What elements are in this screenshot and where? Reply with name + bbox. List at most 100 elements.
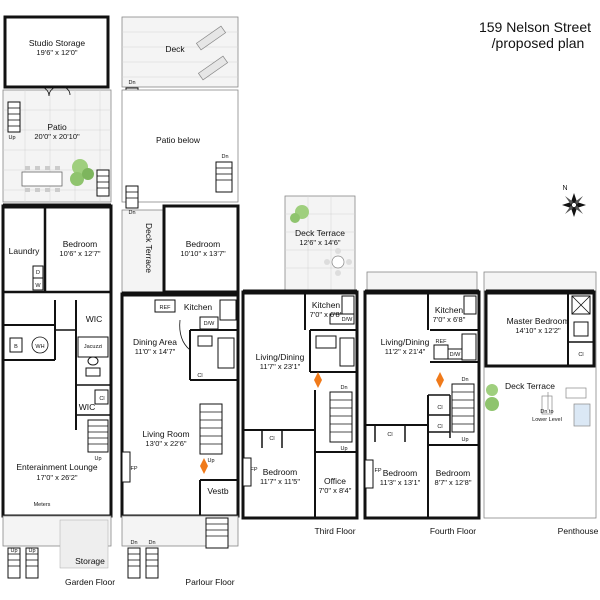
dining-label: Dining Area xyxy=(133,337,177,347)
third-dishwasher xyxy=(329,313,355,325)
third-kitchen-label: Kitchen xyxy=(312,300,341,310)
parlour-deck-terrace xyxy=(121,209,165,295)
fourth-kitchen-dims: 7'0" x 6'8" xyxy=(433,315,466,324)
parlour-bedroom xyxy=(162,204,240,294)
dining-dims: 11'0" x 14'7" xyxy=(135,347,176,356)
studio-storage-label: Studio Storage xyxy=(29,38,86,48)
third-fireplace xyxy=(242,457,252,487)
water-heater-label: WH xyxy=(35,344,44,350)
third-bedroom-dims: 11'7" x 11'5" xyxy=(260,477,300,486)
penthouse-shrubs xyxy=(485,384,499,411)
fourth-closet-c-label: Cl xyxy=(387,432,392,438)
lower-stair-left xyxy=(127,547,141,579)
parlour-dw-label: D/W xyxy=(204,321,216,327)
office-label: Office xyxy=(324,476,346,486)
wic-lower-label: WIC xyxy=(79,402,96,412)
fourth-bedroom-left-label: Bedroom xyxy=(383,468,418,478)
office-dims: 7'0" x 8'4" xyxy=(319,486,352,495)
living-room-label: Living Room xyxy=(142,429,189,439)
master-bedroom-dims: 14'10" x 12'2" xyxy=(515,326,561,335)
fourth-up-label: Up xyxy=(461,437,468,443)
storage-label: Storage xyxy=(75,556,105,566)
washer-label: W xyxy=(35,283,41,289)
third-up-label: Up xyxy=(340,446,347,452)
meters-label: Meters xyxy=(34,502,51,508)
garden-storage-stair-right xyxy=(25,547,39,579)
jacuzzi-label: Jacuzzi xyxy=(84,344,102,350)
parlour-bedroom-label: Bedroom xyxy=(186,239,221,249)
penthouse-floor-label: Penthouse xyxy=(558,526,599,536)
storage-up-right-label: Up xyxy=(28,548,35,554)
patio-up-label: Up xyxy=(8,135,15,141)
third-marker-icon xyxy=(314,372,322,388)
garden-stair-up xyxy=(87,419,109,453)
patio-label: Patio xyxy=(47,122,67,132)
studio-storage-room xyxy=(3,15,110,89)
plan-subtitle: /proposed plan xyxy=(492,35,585,51)
lower-stair-right xyxy=(145,547,159,579)
fourth-roof-ledge xyxy=(366,271,478,293)
storage-up-left-label: Up xyxy=(10,548,17,554)
third-stair xyxy=(329,391,353,443)
fourth-dn-label: Dn xyxy=(461,377,468,383)
parlour-deck-terrace-label: Deck Terrace xyxy=(144,223,154,273)
third-dw-label: D/W xyxy=(342,317,354,323)
fourth-bedroom-left-dims: 11'3" x 13'1" xyxy=(380,478,421,487)
terrace-dn-label: Dn xyxy=(128,210,135,216)
boiler-label: B xyxy=(14,344,18,350)
terrace-table-set xyxy=(324,248,352,276)
fourth-marker-icon xyxy=(436,372,444,388)
penthouse-floor xyxy=(483,271,597,519)
penthouse-deck-terrace-label: Deck Terrace xyxy=(505,381,555,391)
fourth-living-dims: 11'2" x 21'4" xyxy=(385,347,426,356)
garden-bedroom-dims: 10'6" x 12'7" xyxy=(59,249,100,258)
fourth-ref-label: REF xyxy=(436,339,448,345)
vestibule-label: Vestb xyxy=(207,486,229,496)
patio-dn-label: Dn xyxy=(221,154,228,160)
third-deck-terrace-dims: 12'6" x 14'6" xyxy=(299,238,340,247)
parlour-fireplace xyxy=(121,451,131,483)
deck-dn-label: Dn xyxy=(128,80,135,86)
patio-stair xyxy=(7,101,21,133)
fourth-dw-label: D/W xyxy=(450,352,462,358)
terrace-shrubs xyxy=(290,205,309,223)
parlour-kitchen-label: Kitchen xyxy=(184,302,213,312)
patio-house-stair xyxy=(96,169,110,197)
fourth-kitchen-label: Kitchen xyxy=(435,305,464,315)
penthouse-dn-label-2: Lower Level xyxy=(532,417,562,423)
wic-upper-label: WIC xyxy=(86,314,103,324)
lower-dn-left-label: Dn xyxy=(130,540,137,546)
third-living-label: Living/Dining xyxy=(256,352,305,362)
fourth-closet-a-label: Cl xyxy=(437,405,442,411)
living-room-dims: 13'0" x 22'6" xyxy=(145,439,186,448)
fourth-bedroom-right-label: Bedroom xyxy=(436,468,471,478)
parlour-stair xyxy=(199,403,223,455)
dryer-label: D xyxy=(36,270,40,276)
fourth-bedroom-right-dims: 8'7" x 12'8" xyxy=(435,478,472,487)
fourth-stair xyxy=(451,383,475,433)
water-heater xyxy=(31,336,49,354)
penthouse-closet-label: Cl xyxy=(578,352,583,358)
parlour-floor-label: Parlour Floor xyxy=(185,577,234,587)
patio-below-label: Patio below xyxy=(156,135,201,145)
stoop-stair xyxy=(205,517,229,549)
third-floor-label: Third Floor xyxy=(314,526,355,536)
lounge-dims: 17'0" x 26'2" xyxy=(36,473,77,482)
plan-title: 159 Nelson Street xyxy=(479,19,591,35)
deck-label: Deck xyxy=(165,44,185,54)
compass-north-label: N xyxy=(562,185,567,192)
parlour-floor xyxy=(120,16,240,579)
garden-storage xyxy=(59,519,109,569)
fourth-fireplace xyxy=(364,459,374,489)
patio-dims: 20'0" x 20'10" xyxy=(34,132,80,141)
third-bedroom-label: Bedroom xyxy=(263,467,298,477)
third-living-dims: 11'7" x 23'1" xyxy=(260,362,301,371)
third-fp-label: FP xyxy=(250,467,257,473)
garden-floor xyxy=(1,15,113,579)
studio-storage-dims: 19'6" x 12'0" xyxy=(36,48,77,57)
penthouse-dn-label: Dn to xyxy=(540,409,553,415)
compass-icon xyxy=(562,193,586,217)
patio-shrubs xyxy=(70,159,94,186)
parlour-ref-label: REF xyxy=(160,305,172,311)
